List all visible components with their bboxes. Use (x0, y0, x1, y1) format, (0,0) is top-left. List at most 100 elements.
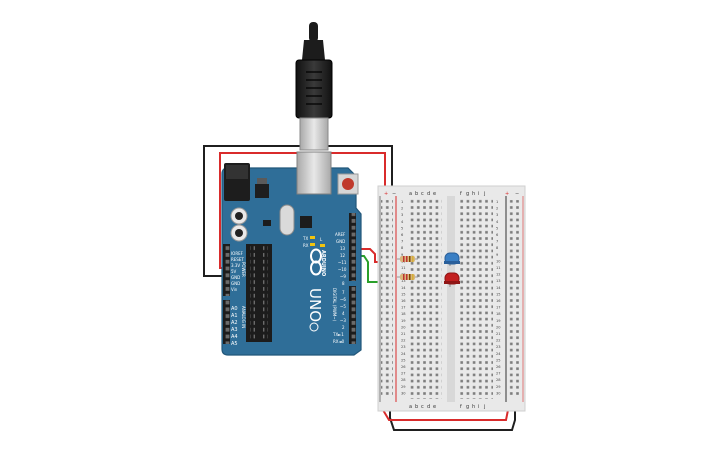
row-number: 12 (496, 273, 501, 277)
row-number: 18 (401, 312, 406, 316)
pin-tx: TX►1 (332, 332, 344, 337)
row-number: 15 (496, 292, 501, 296)
power-pin-5v: 5V (231, 269, 237, 274)
row-number: 22 (401, 339, 406, 343)
svg-text:f: f (460, 191, 462, 197)
pin-gnd: GND (336, 239, 345, 244)
row-number: 5 (496, 226, 498, 230)
rx-led-label: RX (303, 243, 309, 248)
usb-cable (295, 22, 333, 151)
row-number: 29 (496, 385, 501, 389)
tx-led-label: TX (302, 236, 308, 241)
row-number: 10 (496, 259, 501, 263)
row-number: 6 (496, 233, 499, 237)
svg-text:i: i (478, 404, 479, 410)
row-number: 7 (496, 240, 498, 244)
pin-8: 8 (342, 281, 345, 286)
svg-text:b: b (415, 404, 418, 410)
row-number: 20 (401, 325, 406, 329)
model-label: UNO (306, 288, 324, 322)
row-number: 13 (401, 279, 406, 283)
row-number: 25 (401, 358, 406, 362)
row-number: 17 (401, 306, 406, 310)
brand-label: ARDUINO (320, 250, 326, 276)
pin-aref: AREF (335, 232, 346, 237)
pin-13: 13 (340, 246, 346, 251)
svg-text:j: j (483, 191, 485, 197)
analog-pin-a0: A0 (231, 306, 238, 312)
red-led[interactable] (444, 272, 460, 287)
row-number: 11 (496, 266, 501, 270)
resistor[interactable] (397, 274, 418, 280)
capacitor (230, 207, 248, 242)
svg-text:−: − (515, 191, 519, 197)
analog-pin-a3: A3 (231, 327, 238, 333)
row-number: 7 (401, 240, 403, 244)
row-number: 1 (401, 200, 403, 204)
row-number: 8 (496, 246, 499, 250)
analog-pin-a2: A2 (231, 320, 238, 326)
svg-text:h: h (472, 191, 475, 197)
svg-text:d: d (427, 191, 430, 197)
svg-text:g: g (466, 404, 469, 410)
row-number: 26 (401, 365, 406, 369)
row-number: 16 (496, 299, 501, 303)
row-number: 14 (401, 286, 406, 290)
power-pin-gnd2: GND (231, 281, 240, 286)
reset-button[interactable] (337, 173, 359, 195)
row-number: 30 (496, 391, 501, 395)
pin-10: ~10 (338, 267, 347, 272)
row-number: 14 (496, 286, 501, 290)
row-number: 16 (401, 299, 406, 303)
row-number: 29 (401, 385, 406, 389)
pin-6: ~6 (340, 297, 346, 302)
power-pin-reset: RESET (231, 257, 244, 262)
row-number: 30 (401, 391, 406, 395)
row-numbers-right: 1234567891011121314151617181920212223242… (496, 200, 501, 395)
pin-4: 4 (342, 311, 345, 316)
row-number: 9 (496, 253, 499, 257)
blue-led[interactable] (444, 252, 460, 266)
row-number: 19 (401, 319, 406, 323)
power-header (223, 244, 230, 296)
svg-text:h: h (472, 404, 475, 410)
pin-5: ~5 (340, 304, 346, 309)
usb-port (296, 151, 332, 195)
row-number: 24 (401, 352, 406, 356)
pin-12: 12 (340, 253, 346, 258)
l-led-label: L (320, 237, 323, 242)
row-number: 9 (401, 253, 404, 257)
breadboard[interactable]: a b c d e f g h i j + − + − a b c d e f … (377, 185, 526, 412)
svg-text:e: e (433, 191, 436, 197)
analog-label: ANALOG IN (241, 306, 246, 328)
digital-header-high (349, 213, 356, 281)
row-number: 19 (496, 319, 501, 323)
row-number: 5 (401, 226, 403, 230)
row-number: 2 (401, 207, 403, 211)
row-number: 2 (496, 207, 498, 211)
power-pin-3v3: 3.3V (231, 263, 240, 268)
row-number: 24 (496, 352, 501, 356)
arduino-logo (310, 248, 322, 276)
analog-pin-a5: A5 (231, 341, 238, 347)
svg-text:b: b (415, 191, 418, 197)
pin-rx: RX◄0 (333, 339, 345, 344)
power-pin-gnd1: GND (231, 275, 240, 280)
analog-header (223, 300, 230, 344)
row-number: 8 (401, 246, 404, 250)
svg-text:e: e (433, 404, 436, 410)
row-number: 13 (496, 279, 501, 283)
digital-label: DIGITAL (PWM~) (332, 288, 337, 322)
svg-text:+: + (384, 191, 388, 197)
row-number: 17 (496, 306, 501, 310)
svg-text:a: a (409, 191, 412, 197)
resistor[interactable] (397, 256, 418, 262)
row-number: 25 (496, 358, 501, 362)
pin-2: 2 (342, 325, 345, 330)
svg-text:a: a (409, 404, 412, 410)
row-number: 28 (401, 378, 406, 382)
row-number: 11 (401, 266, 406, 270)
power-label: POWER (241, 262, 246, 277)
arduino-board[interactable]: TX RX L ARDUINO UNO IOREF RESET 3.3V 5V (221, 151, 362, 356)
